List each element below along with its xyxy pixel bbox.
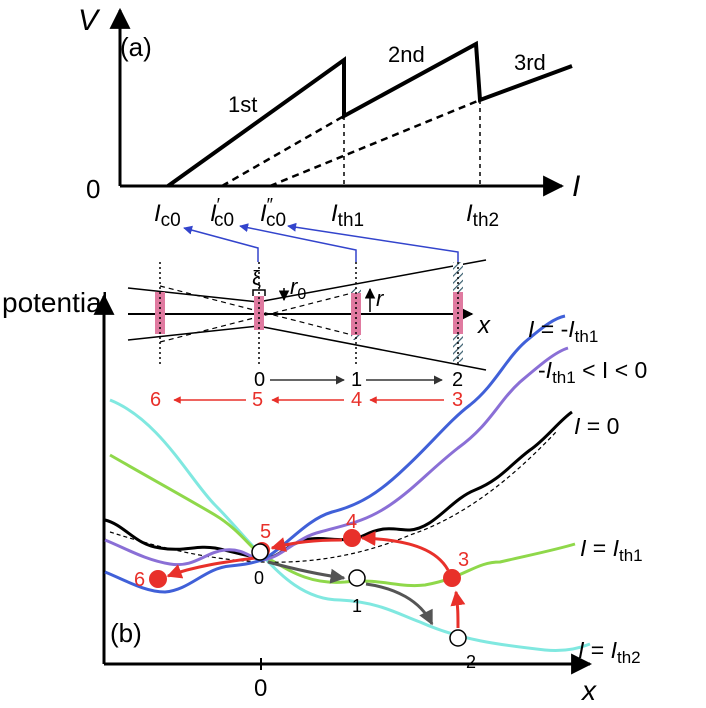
geometry-sketch: x ξ r0 r (127, 259, 491, 371)
tick-ic0-dprime: I″c0 (260, 195, 286, 231)
red-arrow-5-6 (166, 556, 256, 579)
red-arrow-4-5 (270, 537, 343, 552)
panel-b-x-label: x (580, 675, 597, 706)
state-label-4: 4 (346, 511, 357, 533)
upper-wall-left (127, 287, 259, 303)
r-label: r (376, 286, 385, 311)
step-arrows: 0 1 2 6 5 4 3 (150, 369, 463, 411)
r0-label: r0 (290, 274, 306, 303)
bwd-step-6: 6 (150, 389, 161, 411)
map-arrow-ic0-prime (239, 223, 357, 262)
panel-a-origin: 0 (86, 174, 100, 204)
tick-ic0-prime: I′c0 (210, 195, 234, 231)
state-label-1: 1 (352, 596, 362, 616)
bwd-step-4: 4 (351, 389, 362, 411)
state-label-0: 0 (254, 568, 264, 588)
mapping-arrows (183, 222, 459, 262)
branch-2nd-extension (221, 114, 345, 188)
panel-b-label: (b) (110, 618, 142, 648)
xi-label: ξ (252, 268, 261, 290)
curve-label-ith1: I = Ith1 (580, 535, 643, 565)
curve-i-between (104, 346, 569, 567)
xi-bracket (252, 289, 266, 296)
curve-label-between: -Ith1 < I < 0 (538, 357, 647, 387)
tick-ic0: Ic0 (154, 200, 181, 231)
gray-arrow-0-1 (267, 560, 346, 584)
red-arrow-3-4 (360, 531, 450, 571)
branch-label-3rd: 3rd (514, 50, 546, 75)
fwd-step-1: 1 (351, 369, 362, 391)
lower-wall-right (257, 325, 487, 371)
panel-b-y-label: potential (2, 287, 108, 318)
panel-a-label: (a) (120, 32, 152, 62)
fwd-step-0: 0 (254, 369, 265, 391)
state-1-open-dot (348, 569, 366, 587)
curve-label-neg-ith1: I = -Ith1 (528, 316, 598, 346)
gray-arrow-1-2 (365, 582, 434, 626)
panel-b: potential x 0 (b) I = -Ith1 -Ith1 < I < … (2, 287, 647, 706)
panel-a: V I 0 (a) 1st 2nd 3rd Ic0 I′c0 I″c0 Ith1… (78, 4, 580, 231)
map-arrow-ic0-dprime (287, 222, 459, 262)
panel-b-origin: 0 (254, 675, 267, 702)
red-arrow-2-3 (450, 590, 466, 629)
state-3-red-dot (443, 569, 461, 587)
curve-label-ith2: I = Ith2 (578, 637, 641, 667)
sketch-x-label: x (477, 312, 491, 339)
state-2-open-dot (449, 629, 467, 647)
branch-label-1st: 1st (228, 92, 257, 117)
lower-wall-left (127, 325, 259, 341)
state-6-red-dot (149, 570, 167, 588)
map-arrow-ic0 (183, 225, 259, 262)
bwd-step-3: 3 (452, 389, 463, 411)
curve-label-zero: I = 0 (574, 413, 619, 439)
panel-a-x-label: I (572, 170, 580, 203)
curve-i-zero (104, 410, 573, 560)
state-0-open-dot (251, 543, 269, 561)
upper-wall-right (257, 259, 487, 303)
branch-3rd-extension (269, 98, 481, 188)
state-label-6: 6 (134, 569, 145, 591)
curve-i-zero-dashed (109, 431, 557, 563)
fwd-step-2: 2 (452, 369, 463, 391)
bwd-step-5: 5 (252, 389, 263, 411)
tick-ith1: Ith1 (331, 200, 364, 231)
panel-a-y-label: V (78, 4, 101, 37)
branch-label-2nd: 2nd (388, 42, 425, 67)
curve-i-ith2 (109, 398, 591, 652)
curve-i-neg-ith1 (104, 314, 566, 594)
state-label-5: 5 (260, 521, 271, 543)
state-label-3: 3 (458, 549, 469, 571)
state-label-2: 2 (466, 652, 476, 672)
tick-ith2: Ith2 (466, 200, 499, 231)
state-4-red-dot (343, 529, 361, 547)
branch-1st (166, 40, 573, 188)
